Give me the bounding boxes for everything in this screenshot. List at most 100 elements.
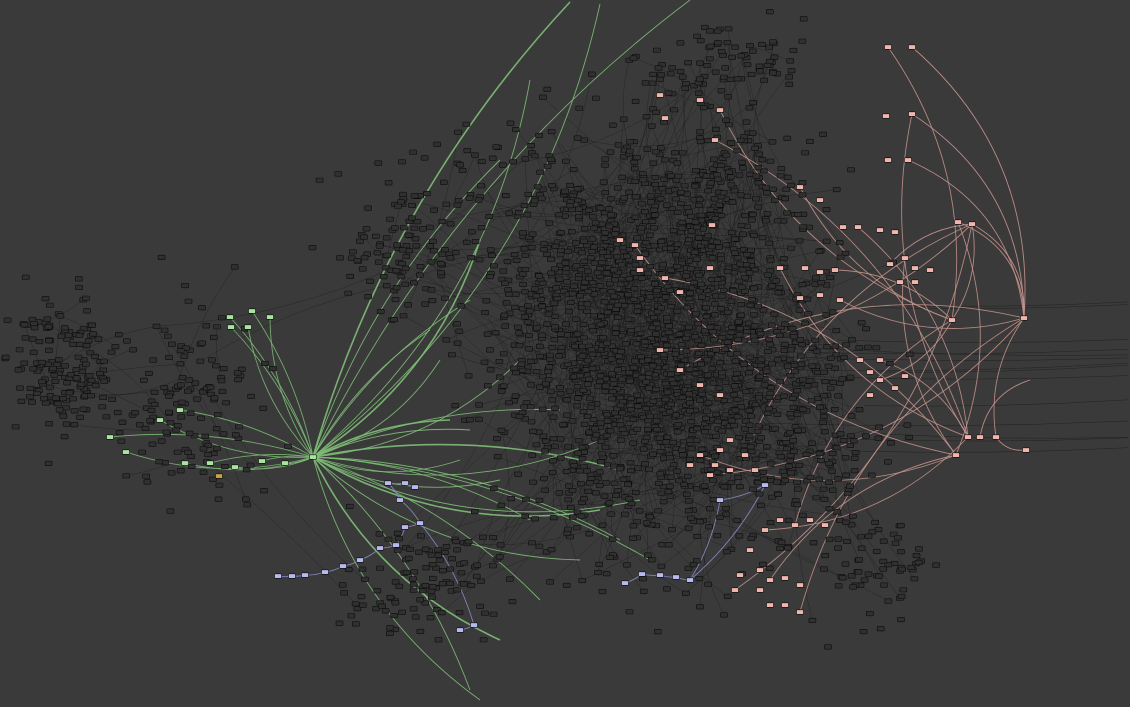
graph-node[interactable] xyxy=(766,519,775,526)
graph-node[interactable] xyxy=(645,370,653,376)
graph-node[interactable] xyxy=(402,253,411,259)
graph-node[interactable] xyxy=(557,230,566,236)
graph-node[interactable] xyxy=(585,395,594,401)
graph-node[interactable] xyxy=(728,324,737,330)
graph-node[interactable] xyxy=(656,196,665,202)
graph-node[interactable] xyxy=(787,347,795,353)
graph-node[interactable] xyxy=(521,156,530,162)
graph-node[interactable] xyxy=(587,404,596,410)
graph-node[interactable] xyxy=(720,74,728,80)
graph-node[interactable] xyxy=(782,439,791,446)
pink-node[interactable] xyxy=(656,347,664,353)
pink-node[interactable] xyxy=(676,289,684,295)
graph-node[interactable] xyxy=(653,287,661,294)
graph-node[interactable] xyxy=(687,228,696,234)
graph-node[interactable] xyxy=(651,182,660,188)
graph-node[interactable] xyxy=(89,331,98,337)
graph-node[interactable] xyxy=(629,296,638,303)
pink-node[interactable] xyxy=(736,572,744,578)
graph-node[interactable] xyxy=(100,358,108,364)
graph-node[interactable] xyxy=(697,342,706,349)
graph-node[interactable] xyxy=(676,200,685,206)
graph-node[interactable] xyxy=(213,445,221,451)
graph-node[interactable] xyxy=(663,434,672,440)
graph-node[interactable] xyxy=(511,291,520,297)
graph-node[interactable] xyxy=(398,247,407,253)
graph-node[interactable] xyxy=(440,549,449,556)
graph-node[interactable] xyxy=(33,390,41,397)
graph-node[interactable] xyxy=(521,289,529,295)
graph-node[interactable] xyxy=(645,514,654,520)
graph-node[interactable] xyxy=(82,295,90,301)
graph-node[interactable] xyxy=(701,429,709,435)
graph-node[interactable] xyxy=(825,460,834,467)
graph-node[interactable] xyxy=(932,562,940,568)
pink-node[interactable] xyxy=(876,377,884,383)
graph-node[interactable] xyxy=(712,126,720,132)
graph-node[interactable] xyxy=(338,582,347,588)
graph-node[interactable] xyxy=(702,305,711,311)
graph-node[interactable] xyxy=(573,525,581,531)
pink-node[interactable] xyxy=(751,467,759,473)
graph-node[interactable] xyxy=(383,252,392,258)
pink-node[interactable] xyxy=(696,382,704,388)
graph-node[interactable] xyxy=(706,324,715,330)
graph-node[interactable] xyxy=(465,195,474,201)
graph-node[interactable] xyxy=(425,224,434,230)
graph-node[interactable] xyxy=(787,68,796,74)
graph-node[interactable] xyxy=(750,285,758,291)
graph-node[interactable] xyxy=(371,233,380,239)
graph-node[interactable] xyxy=(538,406,547,412)
graph-node[interactable] xyxy=(601,230,610,236)
graph-node[interactable] xyxy=(617,262,626,268)
graph-node[interactable] xyxy=(659,352,668,358)
graph-node[interactable] xyxy=(481,309,489,316)
graph-node[interactable] xyxy=(793,502,802,508)
graph-node[interactable] xyxy=(392,285,401,291)
graph-node[interactable] xyxy=(740,448,748,454)
graph-node[interactable] xyxy=(213,324,221,330)
pink-node[interactable] xyxy=(954,219,962,225)
graph-node[interactable] xyxy=(214,496,223,502)
graph-node[interactable] xyxy=(122,473,131,479)
graph-node[interactable] xyxy=(839,437,848,444)
graph-node[interactable] xyxy=(544,368,553,375)
graph-node[interactable] xyxy=(681,85,689,91)
graph-node[interactable] xyxy=(666,483,675,489)
graph-node[interactable] xyxy=(565,308,574,315)
graph-node[interactable] xyxy=(629,365,638,371)
graph-node[interactable] xyxy=(511,304,519,311)
graph-node[interactable] xyxy=(803,296,812,302)
graph-node[interactable] xyxy=(162,429,171,435)
graph-node[interactable] xyxy=(519,230,527,236)
graph-node[interactable] xyxy=(649,398,658,404)
graph-node[interactable] xyxy=(499,351,508,357)
graph-node[interactable] xyxy=(657,305,665,311)
graph-node[interactable] xyxy=(230,264,239,270)
graph-node[interactable] xyxy=(504,291,513,297)
graph-node[interactable] xyxy=(706,506,714,512)
graph-node[interactable] xyxy=(907,564,916,571)
blue-node[interactable] xyxy=(339,563,347,569)
graph-node[interactable] xyxy=(564,361,572,368)
graph-node[interactable] xyxy=(687,515,695,521)
graph-node[interactable] xyxy=(631,214,640,220)
graph-node[interactable] xyxy=(746,302,755,308)
graph-node[interactable] xyxy=(451,403,460,409)
graph-node[interactable] xyxy=(653,426,661,433)
graph-node[interactable] xyxy=(786,372,795,379)
graph-node[interactable] xyxy=(555,212,564,218)
graph-node[interactable] xyxy=(579,408,588,415)
graph-node[interactable] xyxy=(589,313,598,319)
graph-node[interactable] xyxy=(573,384,582,390)
graph-node[interactable] xyxy=(607,212,615,218)
graph-node[interactable] xyxy=(624,292,633,298)
graph-node[interactable] xyxy=(681,590,690,596)
graph-node[interactable] xyxy=(607,356,616,362)
graph-node[interactable] xyxy=(848,337,856,343)
graph-node[interactable] xyxy=(765,406,773,412)
graph-node[interactable] xyxy=(551,266,559,272)
graph-node[interactable] xyxy=(710,196,719,202)
graph-node[interactable] xyxy=(489,611,498,617)
graph-node[interactable] xyxy=(583,268,592,274)
